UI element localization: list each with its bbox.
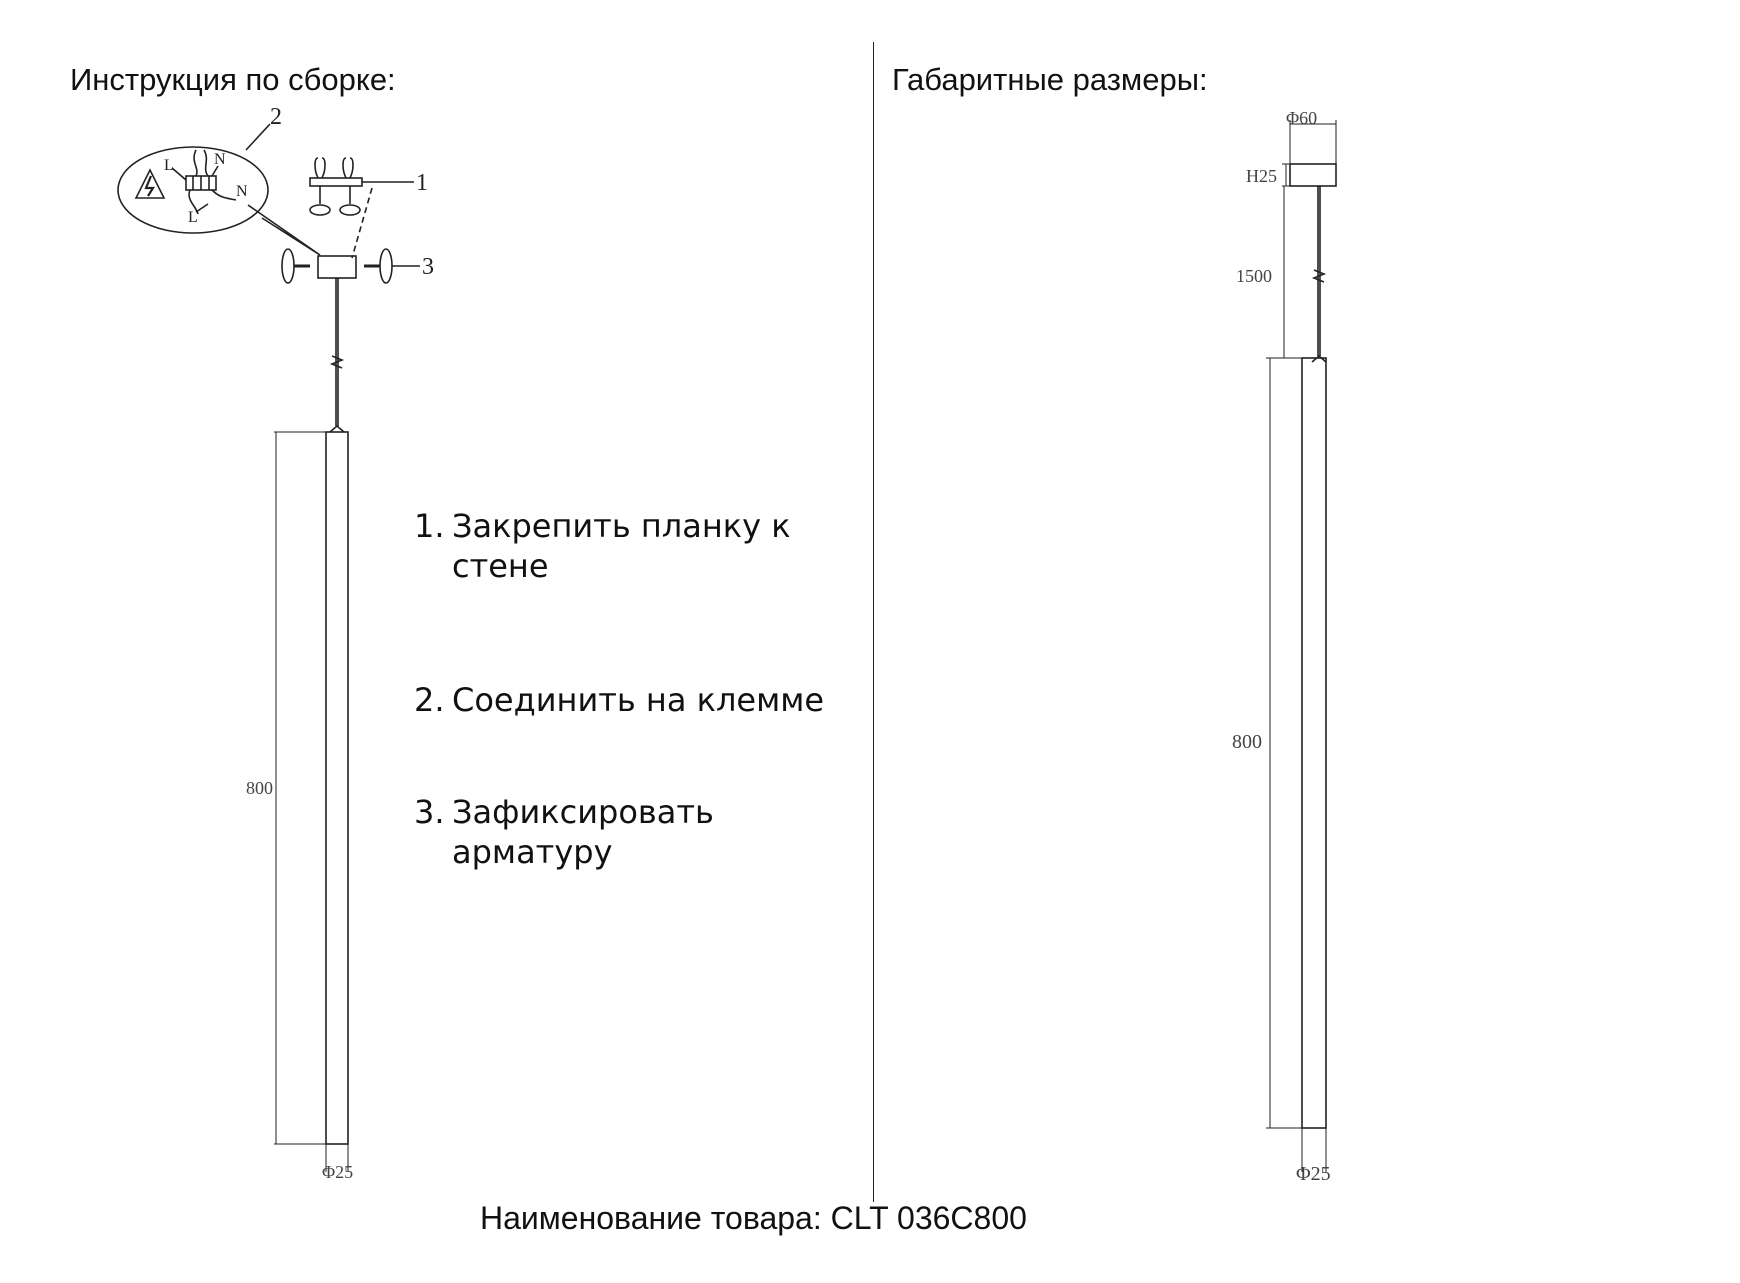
step-2: 2. Соединить на клемме xyxy=(414,680,834,720)
mounting-bracket xyxy=(309,157,414,259)
cable-outline xyxy=(1280,186,1327,359)
body-outline xyxy=(1266,354,1327,1172)
length-dimension-label: 800 xyxy=(246,778,273,798)
side-screw-icon xyxy=(281,248,295,284)
wall-screw-icon-2 xyxy=(339,204,361,216)
canopy xyxy=(281,248,420,284)
callout-1: 1 xyxy=(416,170,428,196)
cable-length-label: 1500 xyxy=(1236,266,1272,286)
canopy-outline xyxy=(1282,120,1337,187)
step-2-text: Соединить на клемме xyxy=(452,681,825,719)
wall-screw-icon xyxy=(309,204,331,216)
diameter-dimension-label: Φ25 xyxy=(322,1162,353,1182)
dimension-drawing: Φ60 H25 1500 800 Φ25 xyxy=(1232,108,1337,1185)
page-divider xyxy=(873,42,874,1202)
wire-label-live-2: L xyxy=(188,209,198,226)
assembly-drawing: 2 L N N L 1 3 xyxy=(117,104,434,1182)
wire-label-neutral: N xyxy=(214,151,226,168)
body-length-label: 800 xyxy=(1232,731,1262,753)
lamp-body xyxy=(274,424,349,1172)
callout-3: 3 xyxy=(422,254,434,280)
canopy-diameter-label: Φ60 xyxy=(1286,108,1317,128)
step-3-text: Зафиксировать арматуру xyxy=(452,793,714,871)
dimensions-heading: Габаритные размеры: xyxy=(892,62,1208,97)
wire-label-neutral-2: N xyxy=(236,183,248,200)
step-1-text: Закрепить планку к стене xyxy=(452,507,791,585)
step-1: 1. Закрепить планку к стене xyxy=(414,506,834,586)
callout-2: 2 xyxy=(270,104,282,130)
body-diameter-label: Φ25 xyxy=(1296,1163,1331,1185)
step-3: 3. Зафиксировать арматуру xyxy=(414,792,834,872)
suspension-cable xyxy=(329,278,345,426)
wire-label-live: L xyxy=(164,157,174,174)
product-name: Наименование товара: CLT 036C800 xyxy=(480,1200,1027,1236)
canopy-height-label: H25 xyxy=(1246,166,1277,186)
side-screw-icon-2 xyxy=(379,248,393,284)
terminal-detail-bubble xyxy=(117,123,321,256)
assembly-instructions-heading: Инструкция по сборке: xyxy=(70,62,396,97)
step-3-number: 3. xyxy=(414,793,445,831)
step-1-number: 1. xyxy=(414,507,445,545)
step-2-number: 2. xyxy=(414,681,445,719)
electric-warning-icon xyxy=(134,168,166,199)
